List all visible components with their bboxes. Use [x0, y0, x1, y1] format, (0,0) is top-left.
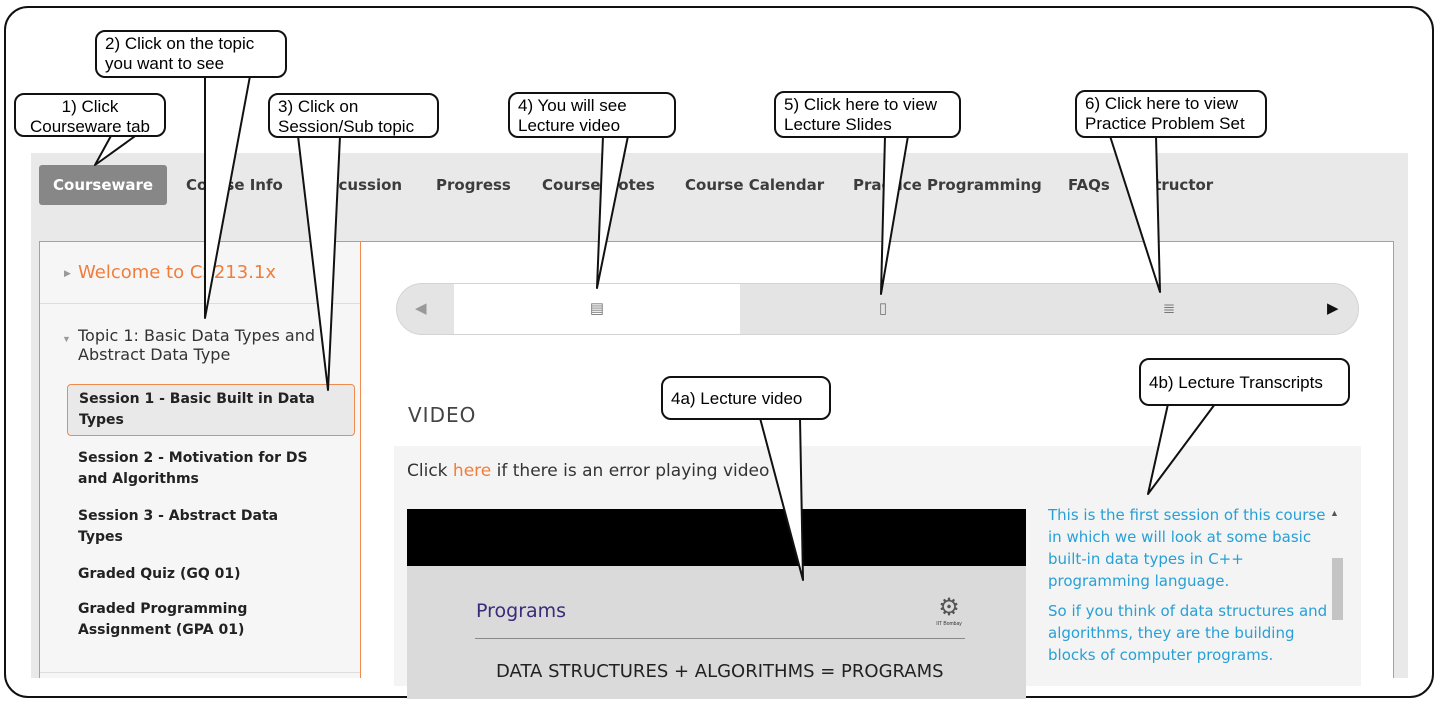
tab-practice-programming[interactable]: Practice Programming	[853, 176, 1042, 194]
video-error-link[interactable]: here	[452, 461, 492, 481]
sidebar-item-session-1[interactable]: Session 1 - Basic Built in Data Types	[67, 384, 355, 436]
callout-session: 3) Click on Session/Sub topic	[268, 93, 439, 138]
institute-logo: ⚙ IIT Bombay	[929, 595, 969, 635]
callout-courseware-tab: 1) Click Courseware tab	[14, 93, 166, 137]
sidebar-divider	[40, 672, 360, 673]
tab-discussion[interactable]: Discussion	[312, 176, 403, 194]
sequence-nav: ◀ ▤ ▯ ≣ ▶	[396, 283, 1359, 335]
slide-body-text: DATA STRUCTURES + ALGORITHMS = PROGRAMS	[496, 661, 944, 682]
tab-faqs[interactable]: FAQs	[1068, 176, 1110, 194]
sidebar-item-graded-assignment[interactable]: Graded Programming Assignment (GPA 01)	[78, 601, 248, 638]
slide-divider	[475, 638, 965, 639]
sequence-tab-slides[interactable]: ▯	[740, 284, 1026, 334]
chevron-right-icon: ▶	[64, 268, 71, 278]
transcript-panel[interactable]: This is the first session of this course…	[1040, 500, 1346, 680]
scroll-up-icon[interactable]: ▲	[1330, 508, 1339, 518]
sequence-tab-problems[interactable]: ≣	[1026, 284, 1312, 334]
chapter-title: Welcome to CS213.1x	[78, 262, 277, 283]
course-navbar: Courseware Course Info Discussion Progre…	[31, 153, 1408, 217]
problem-list-icon: ≣	[1162, 300, 1176, 317]
chevron-down-icon: ▼	[62, 334, 71, 344]
transcript-scrollbar[interactable]	[1332, 558, 1343, 620]
video-icon: ▤	[589, 300, 605, 317]
video-player[interactable]: Programs ⚙ IIT Bombay DATA STRUCTURES + …	[407, 509, 1026, 699]
transcript-paragraph[interactable]: This is the first session of this course…	[1048, 506, 1326, 590]
tab-course-calendar[interactable]: Course Calendar	[685, 176, 825, 194]
tab-instructor[interactable]: Instructor	[1129, 176, 1214, 194]
callout-topic: 2) Click on the topic you want to see	[95, 30, 287, 78]
callout-lecture-video: 4) You will see Lecture video	[508, 92, 676, 138]
chapter-title: Topic 1: Basic Data Types and Abstract D…	[78, 326, 315, 364]
callout-lecture-slides: 5) Click here to view Lecture Slides	[774, 91, 961, 138]
sequence-prev-button[interactable]: ◀	[415, 300, 427, 317]
tab-progress[interactable]: Progress	[436, 176, 511, 194]
video-error-text: Click here if there is an error playing …	[407, 461, 770, 481]
document-icon: ▯	[878, 300, 888, 317]
sequence-tab-video[interactable]: ▤	[454, 284, 740, 334]
video-heading: VIDEO	[408, 403, 477, 427]
logo-caption: IIT Bombay	[936, 621, 962, 627]
callout-practice-problems: 6) Click here to view Practice Problem S…	[1075, 90, 1267, 138]
sidebar-item-session-3[interactable]: Session 3 - Abstract Data Types	[78, 508, 279, 545]
tab-course-notes[interactable]: Course Notes	[542, 176, 655, 194]
sidebar-chapter-welcome[interactable]: ▶ Welcome to CS213.1x	[40, 242, 360, 304]
transcript-paragraph[interactable]: So if you think of data structures and a…	[1048, 602, 1328, 664]
sequence-next-button[interactable]: ▶	[1327, 300, 1339, 317]
callout-lecture-video-player: 4a) Lecture video	[661, 376, 831, 420]
sidebar-item-session-2[interactable]: Session 2 - Motivation for DS and Algori…	[78, 450, 308, 487]
course-sidebar: ▶ Welcome to CS213.1x ▼ Topic 1: Basic D…	[40, 242, 361, 678]
callout-lecture-transcripts: 4b) Lecture Transcripts	[1139, 358, 1350, 406]
video-black-band	[407, 509, 1026, 566]
slide-title: Programs	[476, 600, 567, 622]
sidebar-item-graded-quiz[interactable]: Graded Quiz (GQ 01)	[78, 566, 241, 582]
tab-courseware[interactable]: Courseware	[39, 165, 168, 205]
seal-icon: ⚙	[938, 594, 960, 621]
tab-course-info[interactable]: Course Info	[186, 176, 283, 194]
